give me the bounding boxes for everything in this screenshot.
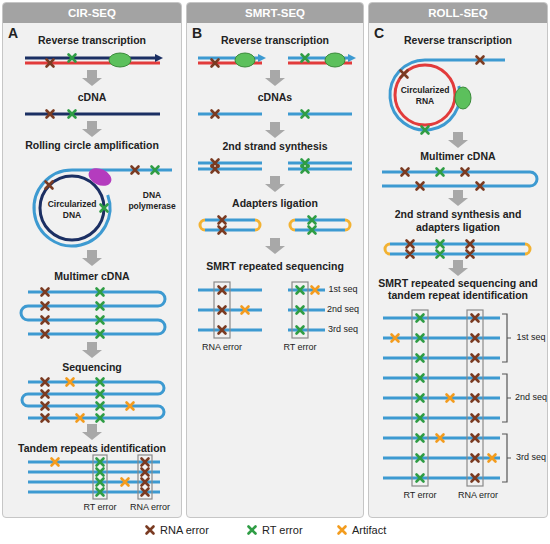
step-label: Tandem repeats identification (3, 442, 181, 455)
legend-text: RT error (262, 524, 303, 537)
annotation-label: RT error (396, 490, 444, 501)
annotation-label: RNA error (452, 490, 504, 501)
annotation-label: RT error (276, 342, 324, 353)
part-label: Circularized DNA (40, 199, 104, 220)
step-label: Reverse transcription (4, 34, 180, 47)
method-title: SMRT-SEQ (187, 3, 363, 23)
step-label: cDNA (32, 91, 152, 104)
annotation-label: 3rd seq (324, 324, 362, 335)
annotation-label: 1st seq (324, 284, 362, 295)
step-label: Multimer cDNA (17, 270, 167, 283)
step-label: Reverse transcription (373, 34, 543, 47)
step-label: SMRT repeated sequencing and tandem repe… (369, 277, 547, 301)
panel-header: SMRT-SEQ (187, 3, 363, 23)
part-label: DNA polymerase (124, 190, 180, 211)
annotation-label: 2nd seq (324, 304, 362, 315)
step-label: cDNAs (215, 91, 335, 104)
method-panel: C ROLL-SEQ (368, 2, 548, 518)
annotation-label: 2nd seq (513, 392, 549, 403)
step-label: SMRT repeated sequencing (187, 260, 363, 273)
annotation-label: RNA error (196, 342, 248, 353)
step-label: Reverse transcription (190, 34, 360, 47)
annotation-label: 1st seq (513, 332, 549, 343)
panel-header: CIR-SEQ (3, 3, 181, 23)
panel-letter: A (8, 25, 18, 41)
method-title: ROLL-SEQ (369, 3, 547, 23)
annotation-label: RNA error (124, 502, 176, 513)
panel-header: ROLL-SEQ (369, 3, 547, 23)
part-label: Circularized RNA (394, 85, 456, 106)
method-title: CIR-SEQ (3, 3, 181, 23)
legend-text: Artifact (352, 524, 386, 537)
step-label: Sequencing (17, 361, 167, 374)
step-label: 2nd strand synthesis and adapters ligati… (373, 208, 543, 233)
annotation-label: RT error (76, 502, 124, 513)
step-label: Multimer cDNA (383, 150, 533, 163)
step-label: 2nd strand synthesis (190, 140, 360, 153)
panel-letter: B (192, 25, 202, 41)
method-panel: A CIR-SEQ (2, 2, 182, 518)
panel-letter: C (374, 25, 384, 41)
step-label: Adapters ligation (190, 197, 360, 210)
annotation-label: 3rd seq (513, 452, 549, 463)
legend-text: RNA error (160, 524, 209, 537)
step-label: Rolling circle amplification (4, 139, 180, 152)
